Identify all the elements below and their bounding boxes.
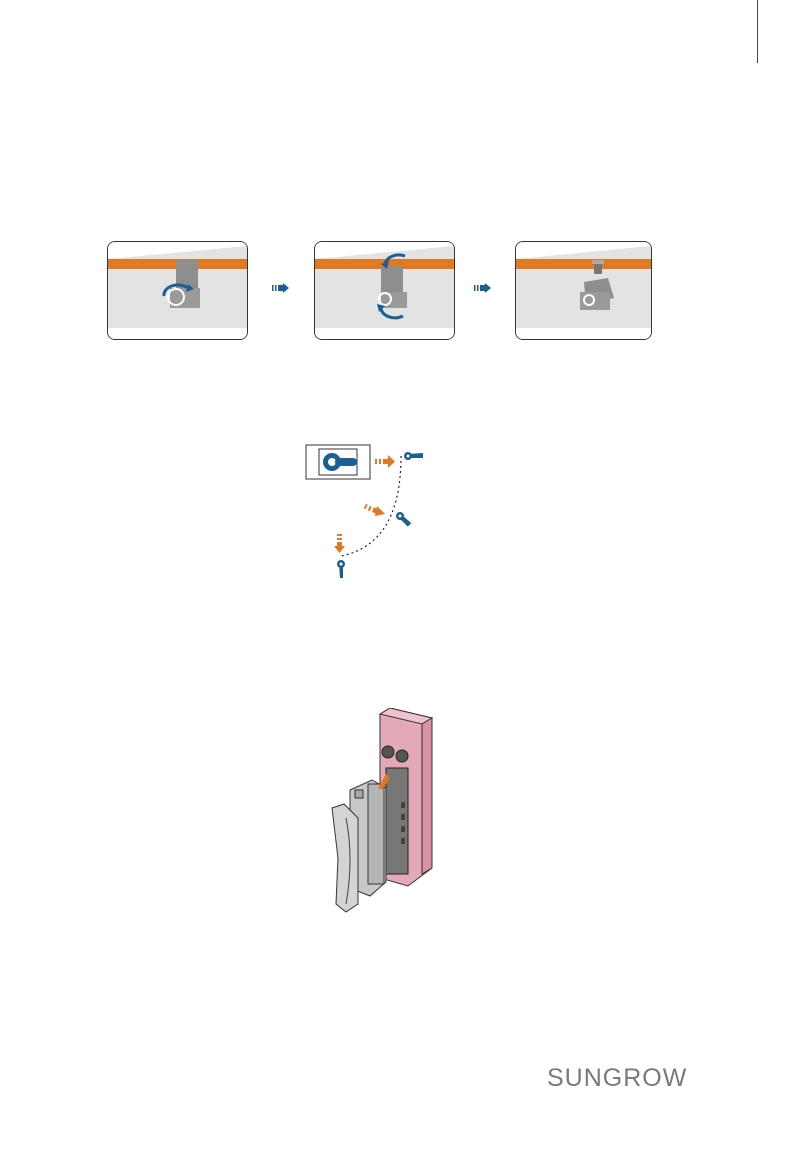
knob-rotation-diagram [305, 444, 435, 584]
clamp-step-1-panel [107, 241, 248, 340]
clamp-step-3-panel [515, 241, 652, 340]
clamp-step-1-illustration [108, 242, 247, 339]
page-edge-rule [757, 0, 758, 63]
clamp-step-2-illustration [315, 242, 454, 339]
next-step-arrow-icon [474, 283, 492, 293]
clamp-step-2-panel [314, 241, 455, 340]
connector-insertion-diagram [328, 708, 438, 914]
next-step-arrow-icon [272, 283, 290, 293]
clamp-step-3-illustration [516, 242, 651, 339]
sungrow-logo: SUNGROW [547, 1064, 687, 1093]
